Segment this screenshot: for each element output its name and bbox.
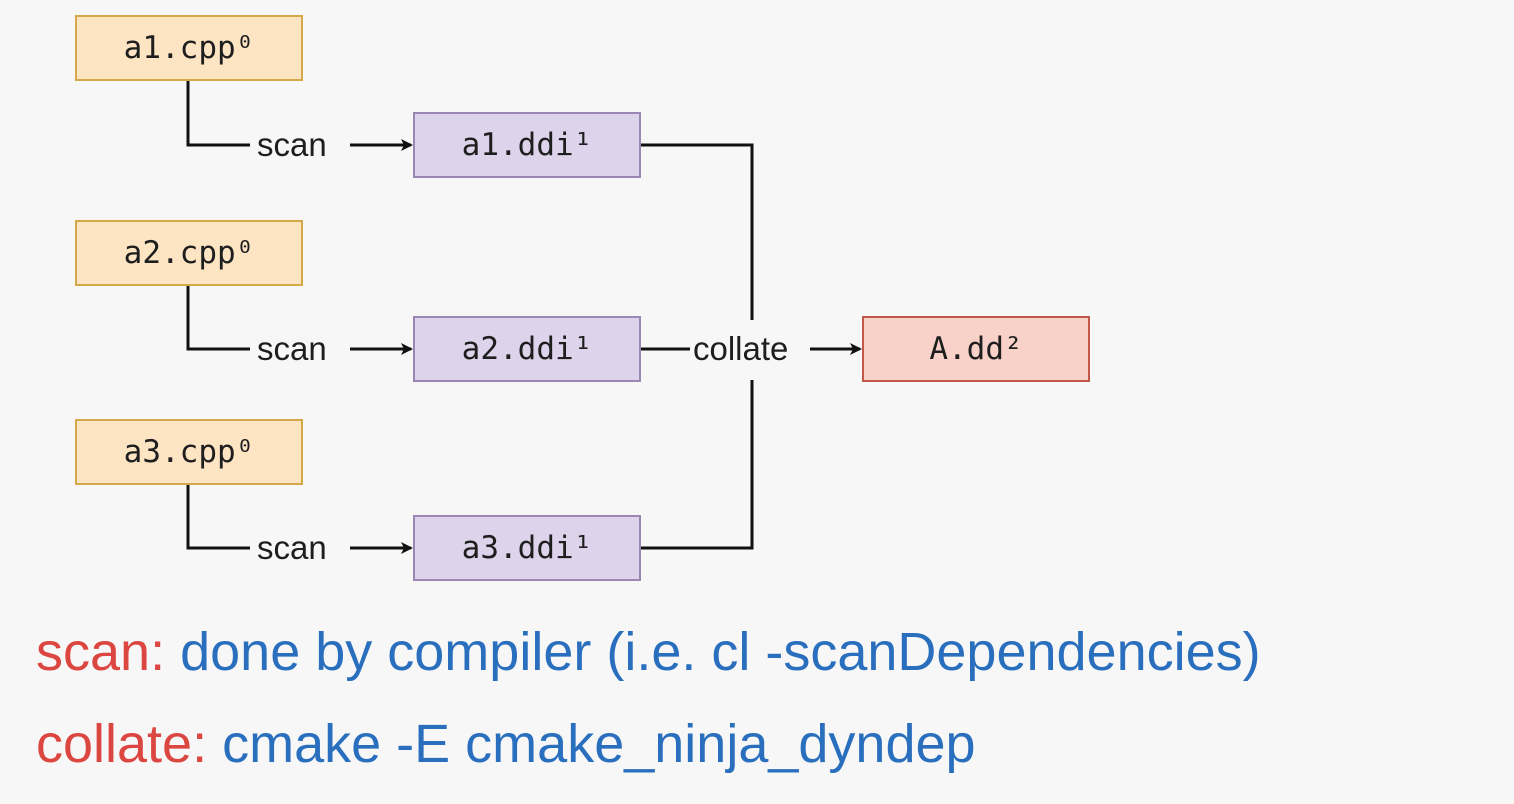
collate-connector-a3 <box>640 380 754 550</box>
scan-connector-3 <box>186 484 250 550</box>
legend-term-scan: scan <box>36 622 151 682</box>
edge-label-scan-3: scan <box>254 529 330 567</box>
legend-scan: scan: done by compiler (i.e. cl -scanDep… <box>36 620 1261 684</box>
node-a3-ddi: a3.ddi¹ <box>413 515 641 581</box>
node-a1-cpp: a1.cpp⁰ <box>75 15 303 81</box>
legend-colon: : <box>150 622 166 682</box>
node-a2-ddi: a2.ddi¹ <box>413 316 641 382</box>
legend-desc-scan: done by compiler (i.e. cl -scanDependenc… <box>180 622 1261 682</box>
edge-label-scan-2: scan <box>254 330 330 368</box>
collate-connector-a1 <box>640 143 754 320</box>
legend-term-collate: collate <box>36 714 193 774</box>
edge-label-scan-1: scan <box>254 126 330 164</box>
legend-collate: collate: cmake -E cmake_ninja_dyndep <box>36 712 976 776</box>
node-a3-cpp: a3.cpp⁰ <box>75 419 303 485</box>
scan-connector-1 <box>186 80 250 147</box>
node-a2-cpp: a2.cpp⁰ <box>75 220 303 286</box>
edge-label-collate: collate <box>690 330 792 368</box>
scan-connector-2 <box>186 285 250 351</box>
node-a-dd: A.dd² <box>862 316 1090 382</box>
legend-colon: : <box>192 714 208 774</box>
node-a1-ddi: a1.ddi¹ <box>413 112 641 178</box>
legend-desc-collate: cmake -E cmake_ninja_dyndep <box>222 714 976 774</box>
